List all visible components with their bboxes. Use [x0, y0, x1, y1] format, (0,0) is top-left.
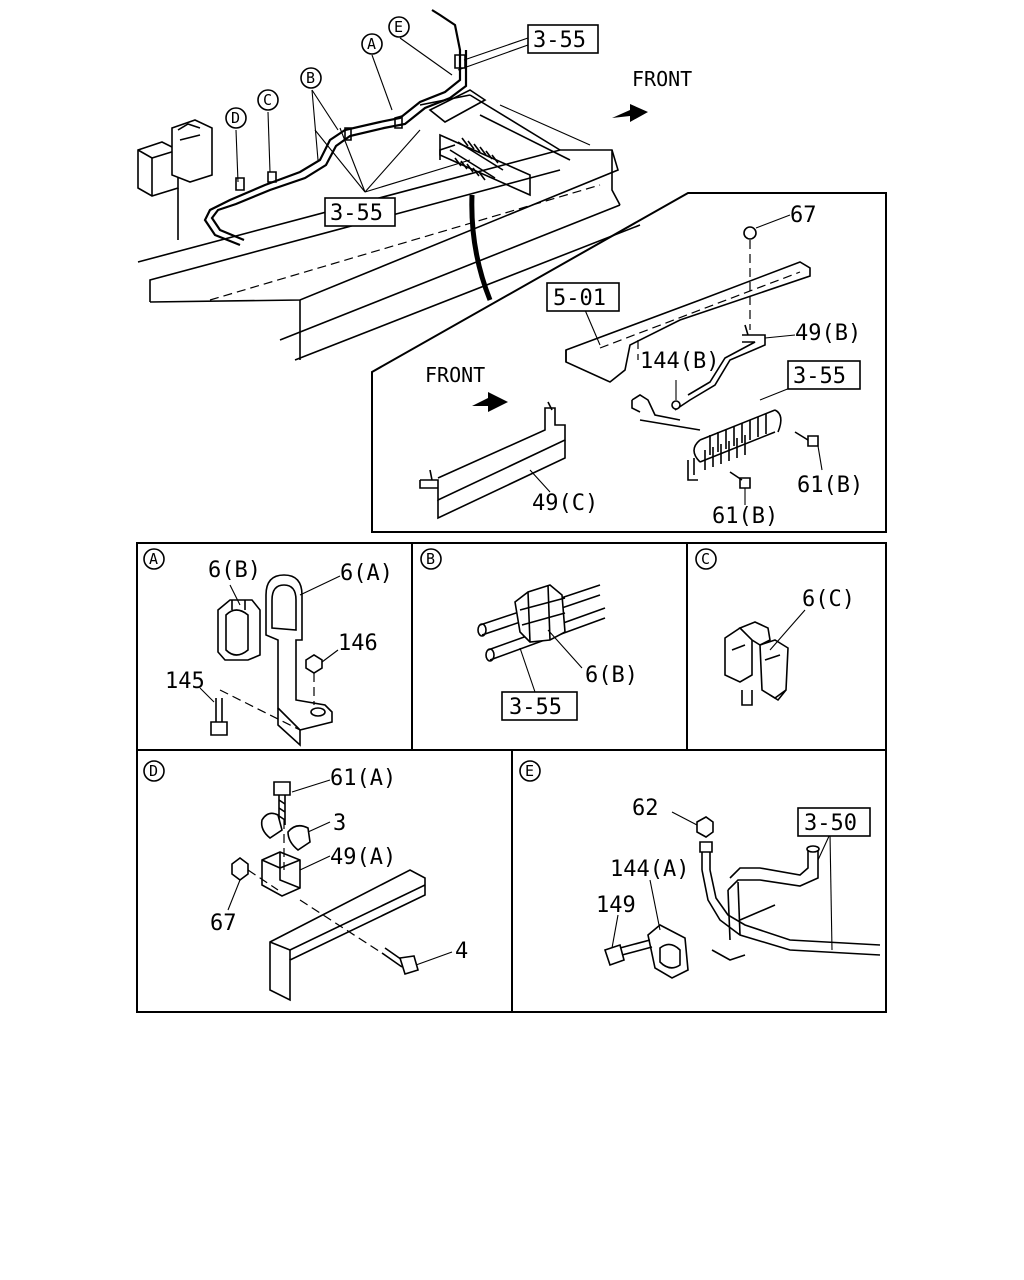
detail-panel-e: E: [519, 760, 881, 979]
ref-e-3-50: 3-50: [804, 811, 857, 836]
svg-text:D: D: [231, 109, 240, 127]
part-144b: 144(B): [640, 349, 719, 374]
part-67-d: 67: [210, 911, 237, 936]
part-144a: 144(A): [610, 857, 689, 882]
svg-text:A: A: [367, 35, 376, 53]
part-49b: 49(B): [795, 321, 861, 346]
front-arrow-icon: [612, 104, 648, 122]
ref-box-e: [797, 807, 871, 837]
part-145: 145: [165, 669, 205, 694]
part-67-inset: 67: [790, 203, 817, 228]
inset-front-arrow-icon: [472, 392, 508, 412]
inset-detail: [371, 192, 887, 533]
svg-text:D: D: [149, 762, 158, 780]
ref-box-top: [527, 24, 599, 54]
part-49c: 49(C): [532, 491, 598, 516]
detail-panel-b: B: [420, 548, 606, 693]
part-62: 62: [632, 796, 659, 821]
part-49a: 49(A): [330, 845, 396, 870]
part-61a: 61(A): [330, 766, 396, 791]
svg-text:B: B: [306, 69, 315, 87]
ref-box-b: [501, 691, 578, 721]
ref-box-inset-3-55: [787, 360, 861, 390]
svg-text:E: E: [525, 762, 534, 780]
part-6b-b: 6(B): [585, 663, 638, 688]
svg-text:B: B: [426, 550, 435, 568]
heater-coil-overview: [439, 137, 504, 181]
part-146: 146: [338, 631, 378, 656]
part-4: 4: [455, 939, 468, 964]
front-label: FRONT: [632, 67, 692, 91]
inset-front-label: FRONT: [425, 363, 485, 387]
part-6c: 6(C): [802, 587, 855, 612]
ref-box-5-01: [546, 282, 620, 312]
callout-b: B: [300, 67, 322, 89]
part-3: 3: [333, 811, 346, 836]
svg-text:A: A: [149, 550, 158, 568]
svg-text:C: C: [701, 550, 710, 568]
detail-panel-d: D: [143, 760, 453, 1002]
callout-d: D: [225, 107, 247, 129]
ref-box-mid: [324, 197, 396, 227]
svg-text:E: E: [394, 18, 403, 36]
callout-e: E: [388, 16, 410, 38]
ref-5-01: 5-01: [553, 286, 606, 311]
ref-b-3-55: 3-55: [509, 695, 562, 720]
part-6b-a: 6(B): [208, 558, 261, 583]
detail-panel-c: C: [695, 548, 806, 706]
heater-coil-inset: [687, 409, 782, 481]
svg-text:C: C: [263, 91, 272, 109]
callout-c: C: [257, 89, 279, 111]
part-61b-right: 61(B): [797, 473, 863, 498]
part-61b-bottom: 61(B): [712, 504, 778, 529]
ref-inset-3-55: 3-55: [793, 364, 846, 389]
part-149: 149: [596, 893, 636, 918]
callout-a: A: [361, 33, 383, 55]
ref-3-55-mid: 3-55: [330, 201, 383, 226]
detail-panel-a: A: [143, 548, 341, 747]
overview-drawing: FRONT: [137, 9, 692, 361]
ref-3-55-top: 3-55: [533, 28, 586, 53]
part-6a: 6(A): [340, 561, 393, 586]
